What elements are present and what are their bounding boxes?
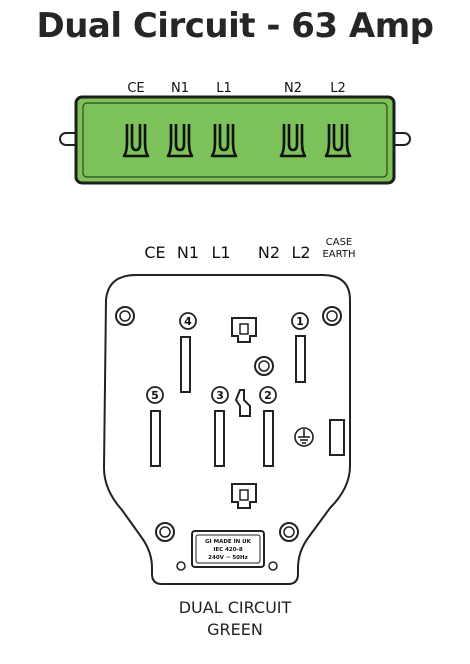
connector-label-n2: N2 (284, 81, 302, 96)
plate-line-2: IEC 420-8 (213, 547, 243, 553)
earth-socket-bottom-hole (239, 489, 249, 501)
contact-circle-3 (211, 386, 229, 404)
socket-slots (150, 335, 345, 467)
rating-plate-inner (195, 534, 261, 564)
plate-line-1: GI MADE IN UK (205, 539, 251, 545)
connector-label-l2: L2 (330, 81, 346, 96)
connector-inner-edge (82, 102, 388, 178)
contact-numbers: 4 1 5 3 2 (146, 312, 309, 404)
fixing-hole-top-right (322, 306, 342, 326)
faceplate-labels: CE N1 L1 N2 L2 CASE EARTH (144, 237, 355, 262)
slot-2 (263, 410, 274, 467)
earth-sockets (231, 317, 257, 509)
contact-circle-4 (179, 312, 197, 330)
face-label-n1: N1 (177, 243, 199, 262)
connector-label-ce: CE (127, 81, 144, 96)
earth-label: EARTH (322, 249, 355, 260)
contact-circle-2 (259, 386, 277, 404)
earth-socket-top (231, 317, 257, 343)
contact-number-5: 5 (151, 389, 159, 402)
slot-3 (214, 410, 225, 467)
fixing-hole-center (254, 356, 274, 376)
slot-5 (150, 410, 161, 467)
connector-label-n1: N1 (171, 81, 189, 96)
green-connector: CE N1 L1 N2 L2 (59, 81, 411, 185)
earth-socket-bottom (231, 483, 257, 509)
rating-plate-border (191, 530, 265, 568)
rating-plate: GI MADE IN UK IEC 420-8 240V ~ 50Hz (191, 530, 265, 568)
connector-pin-ce (122, 124, 150, 158)
faceplate-outline (102, 274, 351, 585)
contact-number-3: 3 (216, 389, 224, 402)
face-label-l2: L2 (291, 243, 310, 262)
contact-number-2: 2 (264, 389, 272, 402)
contact-number-4: 4 (184, 315, 192, 328)
connector-label-l1: L1 (216, 81, 232, 96)
caption-line-2: GREEN (207, 620, 263, 639)
connector-pin-l1 (210, 124, 238, 158)
slot-1 (295, 335, 306, 383)
connector-pin-n2 (279, 124, 307, 158)
earth-socket-top-hole (239, 323, 249, 335)
slot-4 (180, 336, 191, 393)
fixing-holes (115, 306, 342, 571)
contact-number-1: 1 (296, 315, 304, 328)
caption-line-1: DUAL CIRCUIT (178, 598, 292, 617)
fixing-hole-bottom-right (279, 522, 299, 542)
connector-pin-n1 (166, 124, 194, 158)
fixing-hole-bottom-left (155, 522, 175, 542)
earth-symbol-icon (294, 427, 314, 447)
connector-pin-l2 (324, 124, 352, 158)
faceplate (102, 274, 351, 585)
case-earth-slot (329, 419, 345, 456)
center-key-slot (234, 389, 251, 417)
face-label-l1: L1 (211, 243, 230, 262)
contact-circle-1 (291, 312, 309, 330)
plate-line-3: 240V ~ 50Hz (208, 555, 248, 561)
fixing-hole-top-left (115, 306, 135, 326)
small-hole-right (268, 561, 278, 571)
face-label-ce: CE (144, 243, 165, 262)
page-title: Dual Circuit - 63 Amp (36, 6, 434, 46)
contact-circle-5 (146, 386, 164, 404)
face-label-n2: N2 (258, 243, 280, 262)
connector-body (74, 95, 396, 185)
case-label: CASE (326, 237, 353, 248)
small-hole-left (176, 561, 186, 571)
